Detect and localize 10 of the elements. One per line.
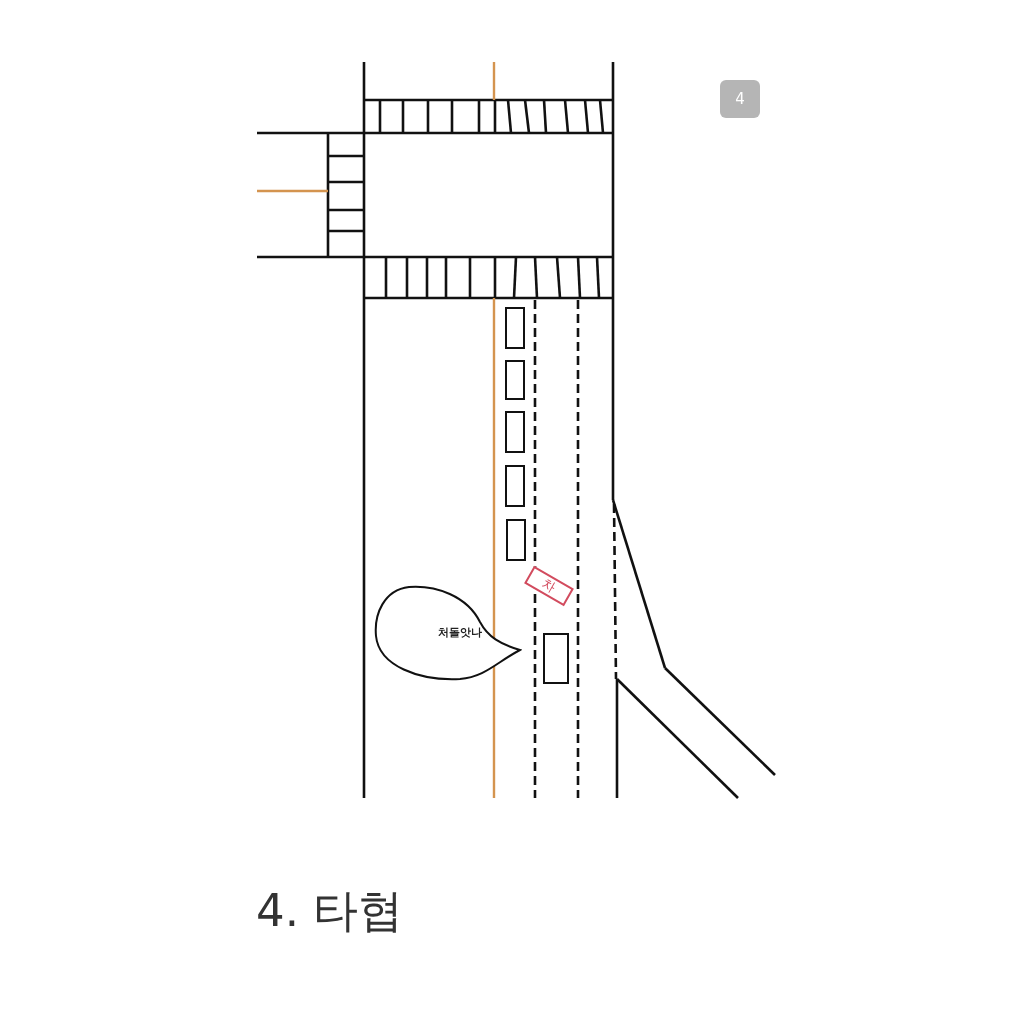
parked-car (506, 519, 526, 561)
speech-text: 처돌앗나 (438, 626, 482, 640)
car-marker: 차 (524, 565, 574, 607)
parked-car (543, 633, 569, 684)
page-number-badge: 4 (720, 80, 760, 118)
parked-car (505, 360, 525, 400)
parked-car (505, 307, 525, 349)
parked-car (505, 465, 525, 507)
parked-car (505, 411, 525, 453)
caption-text: 4. 타협 (256, 884, 404, 938)
